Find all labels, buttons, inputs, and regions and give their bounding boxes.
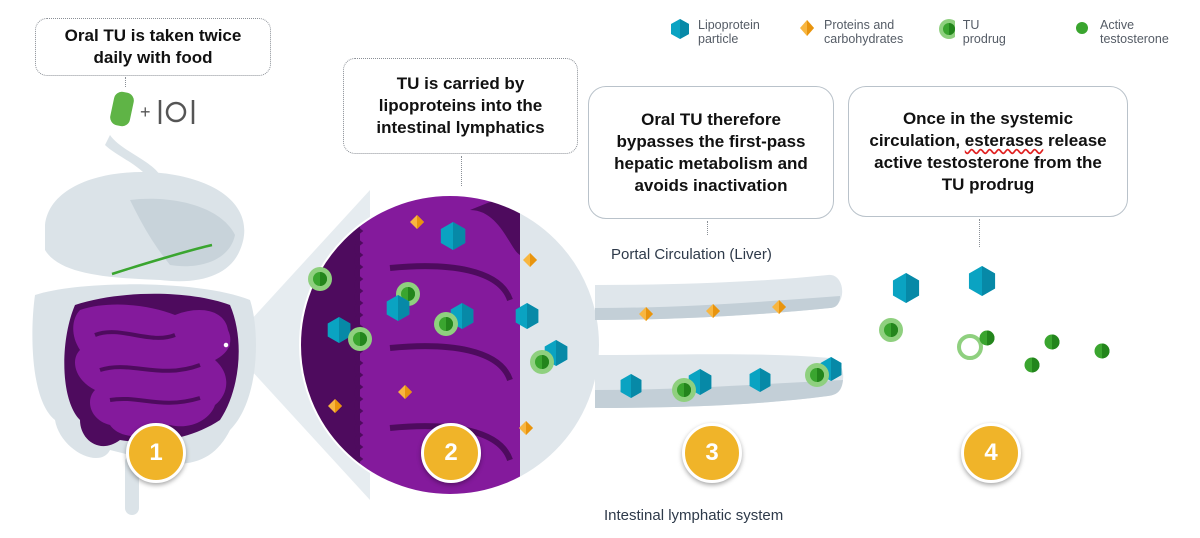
step-3-badge: 3 <box>682 423 742 483</box>
legend-label: Proteins and carbohydrates <box>824 18 904 46</box>
particles <box>308 215 1110 435</box>
step-1-connector <box>125 77 126 87</box>
digestive-tract-illustration <box>32 135 256 515</box>
portal-vessel <box>595 274 843 320</box>
legend-label: Lipoprotein particle <box>698 18 760 46</box>
legend-label: Active testosterone <box>1100 18 1169 46</box>
step-4-text-part: Once in the systemic circulation, <box>869 108 1074 150</box>
pill-icon <box>110 91 134 127</box>
lipoprotein-hexagon-icon <box>671 19 689 39</box>
step-1-callout: Oral TU is taken twice daily with food <box>35 18 271 76</box>
tu-prodrug-icon <box>939 19 955 39</box>
protein-diamond-icon <box>800 20 814 36</box>
step-3-connector <box>707 221 708 235</box>
step-4-flagged-word: esterases <box>964 130 1044 150</box>
testosterone-dot-icon <box>1076 22 1088 34</box>
step-4-badge: 4 <box>961 423 1021 483</box>
legend-item-testosterone: Active testosterone <box>1072 18 1169 46</box>
step-2-callout: TU is carried by lipoproteins into the i… <box>343 58 578 154</box>
step-2-text: TU is carried by lipoproteins into the i… <box>376 74 545 137</box>
plus-sign: + <box>140 102 151 122</box>
plate-cutlery-icon <box>158 100 195 124</box>
step-4-text: Once in the systemic circulation, estera… <box>849 108 1127 196</box>
lymphatic-vessel <box>595 354 844 408</box>
step-1-text: Oral TU is taken twice daily with food <box>64 26 242 67</box>
magnifier-ring <box>299 194 601 496</box>
step-4-text-part: release active testosterone from the TU … <box>874 130 1107 194</box>
step-3-callout: Oral TU therefore bypasses the first-pas… <box>588 86 834 219</box>
legend-item-proteins: Proteins and carbohydrates <box>798 18 903 46</box>
step-1-badge: 1 <box>126 423 186 483</box>
lymphatic-system-caption: Intestinal lymphatic system <box>604 507 784 524</box>
step-4-connector <box>979 219 980 247</box>
step-3-text: Oral TU therefore bypasses the first-pas… <box>614 109 808 195</box>
step-4-callout: Once in the systemic circulation, estera… <box>848 86 1128 217</box>
step-2-badge: 2 <box>421 423 481 483</box>
legend-item-tu-prodrug: TU prodrug <box>938 18 1011 46</box>
legend-label: TU prodrug <box>962 18 1006 46</box>
pill-and-meal: + <box>110 91 195 127</box>
portal-circulation-caption: Portal Circulation (Liver) <box>611 246 772 263</box>
step-2-connector <box>461 156 462 186</box>
legend-item-lipoprotein: Lipoprotein particle <box>670 18 760 46</box>
released-prodrug-ring <box>957 334 983 360</box>
